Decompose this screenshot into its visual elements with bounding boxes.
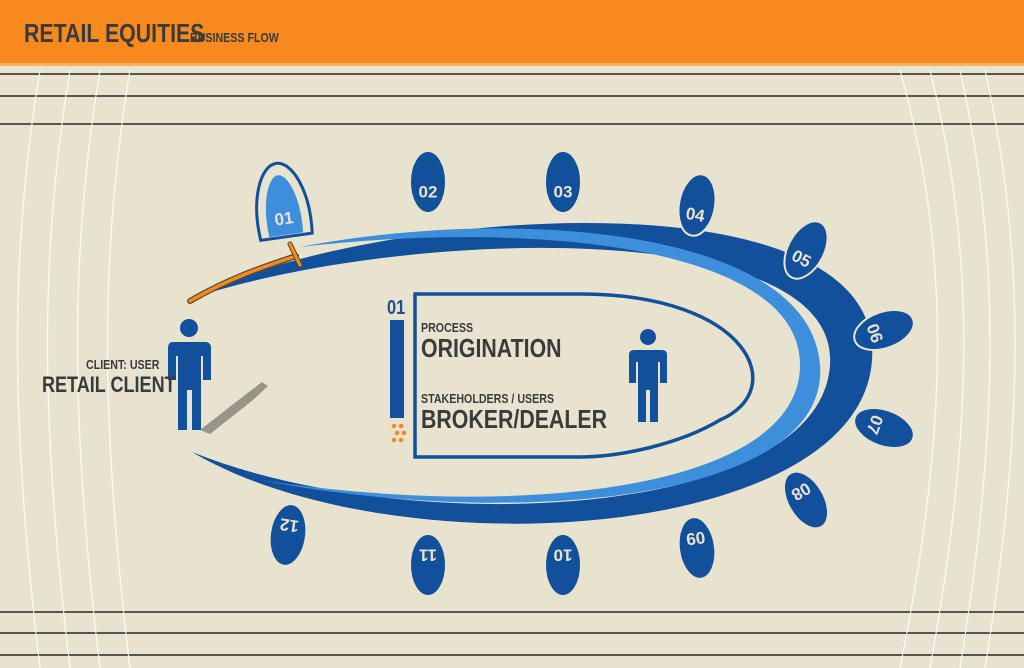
stakeholders-label: STAKEHOLDERS / USERS [421, 391, 555, 406]
step-number-label: 02 [419, 183, 438, 202]
page-subtitle: BUSINESS FLOW [190, 30, 279, 45]
step-node-08[interactable]: 08 [775, 464, 837, 536]
step-node-03[interactable]: 03 [544, 150, 582, 214]
step-number-label: 03 [554, 183, 573, 202]
step-number-label: 01 [273, 208, 294, 229]
step-number-label: 04 [684, 204, 706, 226]
client-person-icon [168, 319, 211, 430]
step-node-05[interactable]: 05 [776, 214, 837, 286]
process-panel-outline [413, 292, 755, 459]
client-name-label: RETAIL CLIENT [42, 372, 176, 397]
step-node-11[interactable]: 11 [409, 533, 447, 597]
step-number-label: 10 [554, 546, 573, 565]
step-node-12[interactable]: 12 [266, 502, 310, 568]
step-node-07[interactable]: 07 [849, 400, 920, 455]
flow-loop-outer [190, 222, 873, 524]
process-label: PROCESS [421, 320, 474, 335]
step-node-01[interactable]: 01 [250, 160, 314, 242]
process-panel-bar [390, 320, 404, 418]
panel-step-index: 01 [387, 297, 406, 319]
step-number-label: 12 [279, 514, 300, 535]
step-node-06[interactable]: 06 [849, 302, 920, 357]
stakeholders-value: BROKER/DEALER [421, 404, 607, 434]
step-node-04[interactable]: 04 [674, 171, 720, 238]
background-curves [16, 69, 1016, 668]
rule-lines [0, 73, 1024, 656]
header-bar: RETAIL EQUITIES BUSINESS FLOW [0, 0, 1024, 66]
step-node-10[interactable]: 10 [544, 533, 582, 597]
flow-loop-inner [260, 228, 821, 503]
step-node-09[interactable]: 09 [675, 515, 719, 581]
step-number-label: 09 [685, 527, 706, 548]
process-value: ORIGINATION [421, 333, 562, 363]
process-panel-dots [391, 423, 407, 443]
step-node-02[interactable]: 02 [409, 150, 447, 214]
step-number-label: 11 [419, 546, 437, 565]
page-title: RETAIL EQUITIES [24, 18, 205, 48]
broker-person-icon [629, 329, 667, 422]
client-role-label: CLIENT: USER [86, 357, 160, 372]
client-shadow [200, 382, 268, 434]
